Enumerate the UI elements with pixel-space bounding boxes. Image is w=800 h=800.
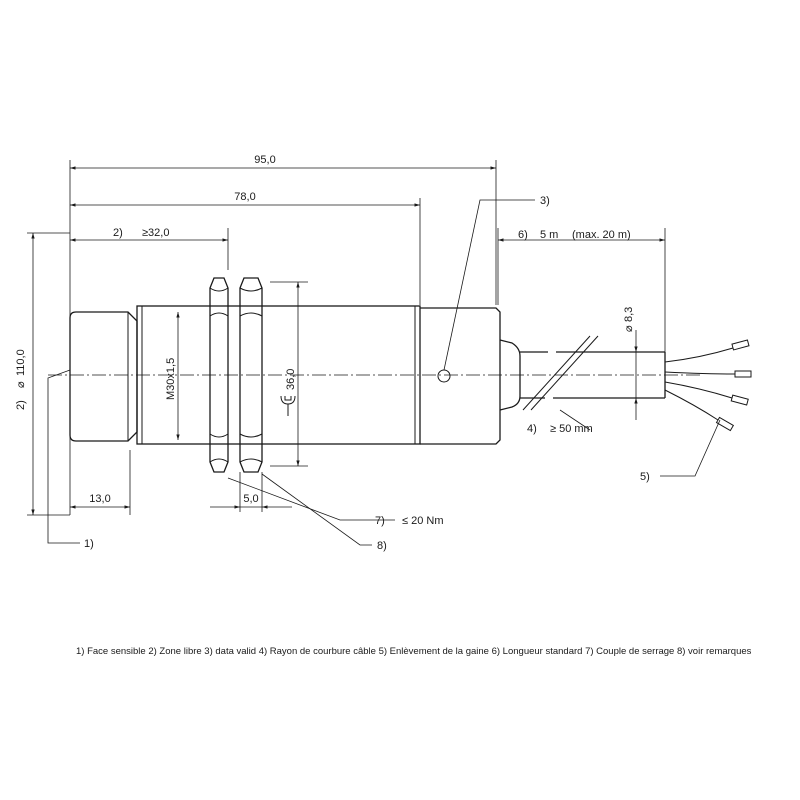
diameter-label: 110,0 [15,349,27,376]
mounting-nuts [209,277,296,473]
bend-radius-ref: 4) [527,423,537,435]
cable-length-label: 5 m [540,229,558,241]
cable-length-ref: 6) [518,229,528,241]
wrench-icon [280,395,296,416]
housing-length-label: 78,0 [234,191,255,203]
total-length-label: 95,0 [254,154,275,166]
callout-3: 3) [540,195,550,207]
cable-diameter-symbol: ⌀ [623,325,635,332]
led-indicator-icon [437,369,451,383]
diameter-ref: 2) [15,400,27,410]
thread-label: M30x1,5 [165,358,177,400]
torque-label: ≤ 20 Nm [402,515,444,527]
face-length-label: 13,0 [89,493,110,505]
diameter-symbol: ⌀ [15,381,27,388]
legend-text: 1) Face sensible 2) Zone libre 3) data v… [76,646,752,657]
callout-1: 1) [84,538,94,550]
callout-8: 8) [377,540,387,552]
stripped-wires [664,339,752,432]
leader-lines [47,199,721,546]
extension-lines [27,160,666,516]
callout-5: 5) [640,471,650,483]
cable-diameter-label: 8,3 [623,307,635,322]
free-zone-label: ≥32,0 [142,227,169,239]
bend-radius-label: ≥ 50 mm [550,423,593,435]
dimension-lines [31,166,665,515]
across-flats-label: 36,0 [285,369,297,390]
nut-width-label: 5,0 [243,493,258,505]
torque-ref: 7) [375,515,385,527]
cable-length-max-label: (max. 20 m) [572,229,631,241]
free-zone-ref: 2) [113,227,123,239]
dimension-labels: 95,0 78,0 2) ≥32,0 2) ⌀ 110,0 13,0 5,0 M… [15,154,650,552]
cable [520,335,666,411]
